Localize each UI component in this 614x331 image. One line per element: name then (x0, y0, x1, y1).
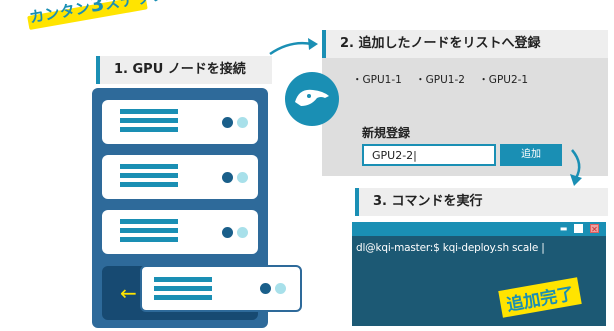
terminal-titlebar: ▬ ✕ (352, 222, 606, 236)
step-1-label: 1. GPU ノードを接続 (114, 62, 246, 77)
server-unit (102, 210, 258, 254)
minimize-icon[interactable]: ▬ (559, 224, 568, 233)
server-unit (102, 155, 258, 199)
terminal-window: ▬ ✕ dl@kqi-master:$ kqi-deploy.sh scale … (352, 222, 606, 326)
step-3-label: 3. コマンドを実行 (373, 194, 483, 209)
flow-arrow-2-to-3 (571, 149, 581, 179)
node-register-panel: ・GPU1-1 ・GPU1-2 ・GPU2-1 新規登録 追加 (322, 58, 608, 176)
step-2-label: 2. 追加したノードをリストへ登録 (340, 36, 541, 51)
list-item: ・GPU2-1 (478, 74, 529, 86)
drive-bays-icon (120, 109, 178, 136)
arrow-head-icon (570, 174, 582, 186)
new-gpu-node (140, 265, 302, 312)
terminal-command-line[interactable]: dl@kqi-master:$ kqi-deploy.sh scale | (356, 242, 545, 254)
node-name-input[interactable] (362, 144, 496, 166)
add-button[interactable]: 追加 (500, 144, 562, 166)
status-led-icon (260, 283, 271, 294)
list-item: ・GPU1-1 (352, 74, 402, 86)
drive-bays-icon (154, 277, 212, 304)
list-item: ・GPU1-2 (415, 74, 465, 86)
step-3-header: 3. コマンドを実行 (355, 188, 608, 216)
bird-mascot-icon (285, 72, 339, 126)
server-unit (102, 100, 258, 144)
close-icon[interactable]: ✕ (590, 224, 599, 234)
maximize-icon[interactable] (574, 224, 583, 233)
flow-arrow-1-to-2 (269, 41, 313, 56)
step-1-header: 1. GPU ノードを接続 (96, 56, 272, 84)
status-led-icon (222, 172, 233, 183)
register-label: 新規登録 (362, 126, 411, 140)
status-led-icon (275, 283, 286, 294)
status-led-icon (237, 227, 248, 238)
status-led-icon (222, 117, 233, 128)
arrow-head-icon (308, 38, 318, 50)
step-2-header: 2. 追加したノードをリストへ登録 (322, 30, 608, 58)
node-list: ・GPU1-1 ・GPU1-2 ・GPU2-1 (352, 72, 538, 87)
drive-bays-icon (120, 219, 178, 246)
status-led-icon (237, 117, 248, 128)
status-led-icon (222, 227, 233, 238)
drive-bays-icon (120, 164, 178, 191)
status-led-icon (237, 172, 248, 183)
insert-arrow-icon: ← (120, 281, 137, 305)
